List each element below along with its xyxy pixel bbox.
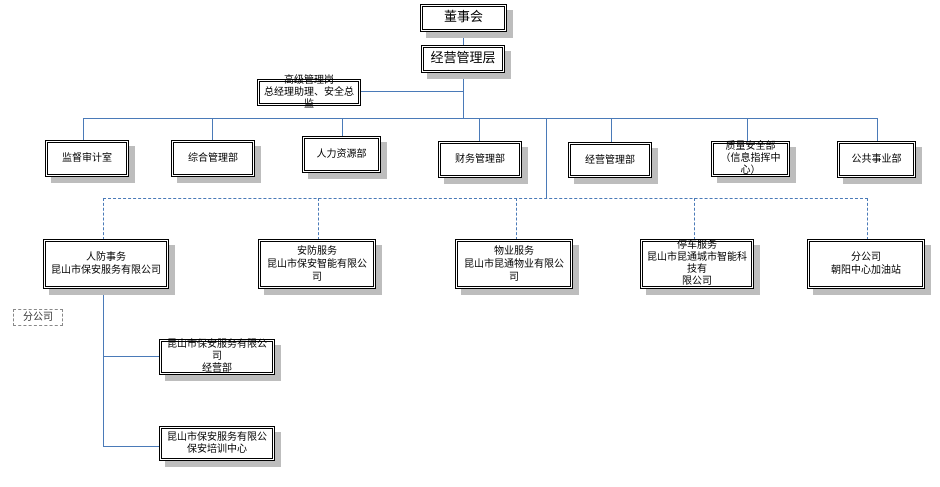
connector-branch-trunk [103, 288, 104, 447]
connector-dept-2 [212, 118, 213, 141]
sub-property-box: 物业服务 昆山市昆通物业有限公司 [455, 239, 573, 289]
dept-public-label: 公共事业部 [851, 154, 902, 165]
sub-branch-title: 分公司 [851, 252, 881, 263]
dept-finance-label: 财务管理部 [455, 154, 505, 165]
branch-business-dept: 经营部 [202, 363, 232, 374]
connector-dept-1 [83, 118, 84, 141]
dept-audit-label: 监督审计室 [62, 153, 112, 164]
sub-security-box: 安防服务 昆山市保安智能有限公司 [258, 239, 376, 289]
dept-quality-box: 质量安全部 （信息指挥中心） [711, 141, 790, 177]
connector-dept-7 [877, 118, 878, 142]
branch-training-box: 昆山市保安服务有限公 保安培训中心 [159, 426, 275, 461]
connector-sub-1 [103, 198, 104, 240]
connector-board-to-management [463, 31, 464, 45]
connector-dept-6 [747, 118, 748, 142]
sub-property-title: 物业服务 [494, 245, 534, 257]
dept-audit-box: 监督审计室 [45, 140, 129, 177]
sub-security-company: 昆山市保安智能有限公司 [267, 258, 367, 283]
sub-security-title: 安防服务 [297, 245, 337, 257]
sub-parking-title: 停车服务 [677, 240, 717, 251]
connector-branch-2 [103, 446, 161, 447]
branch-business-dept-box: 昆山市保安服务有限公司 经营部 [159, 339, 275, 375]
sub-civil-defense-box: 人防事务 昆山市保安服务有限公司 [43, 239, 169, 289]
connector-sub-4 [694, 198, 695, 240]
connector-dept-3 [342, 118, 343, 137]
connector-dept-4 [479, 118, 480, 142]
sub-parking-box: 停车服务 昆山市昆通城市智能科技有 限公司 [640, 239, 754, 289]
management-box: 经营管理层 [421, 45, 505, 73]
connector-sub-2 [318, 198, 319, 240]
sub-property-company: 昆山市昆通物业有限公司 [464, 258, 564, 283]
dept-finance-box: 财务管理部 [438, 141, 522, 178]
dept-quality-sublabel: （信息指挥中心） [720, 153, 781, 176]
dept-business-label: 经营管理部 [585, 154, 635, 166]
senior-management-box: 高级管理岗 总经理助理、安全总监 [257, 75, 361, 110]
dept-hr-label: 人力资源部 [316, 149, 367, 160]
dept-general-label: 综合管理部 [188, 153, 238, 164]
connector-dept-5 [611, 118, 612, 143]
connector-to-subsidiaries [546, 118, 547, 198]
dept-quality-label: 质量安全部 [725, 141, 776, 152]
connector-branch-1 [103, 356, 161, 357]
sub-branch-box: 分公司 朝阳中心加油站 [807, 239, 925, 289]
connector-subsidiaries-bus [103, 198, 868, 199]
branch-training-center: 保安培训中心 [187, 443, 247, 455]
sub-civil-defense-company: 昆山市保安服务有限公司 [51, 265, 161, 276]
sub-branch-station: 朝阳中心加油站 [831, 265, 901, 276]
senior-title: 高级管理岗 [284, 74, 334, 86]
connector-sub-3 [516, 198, 517, 240]
dept-public-box: 公共事业部 [837, 141, 916, 178]
connector-management-trunk [463, 72, 464, 118]
dept-business-box: 经营管理部 [568, 142, 652, 178]
management-label: 经营管理层 [430, 51, 496, 66]
legend-branch-office: 分公司 [13, 309, 63, 326]
sub-parking-company-cont: 限公司 [682, 276, 712, 287]
sub-parking-company: 昆山市昆通城市智能科技有 [647, 252, 747, 275]
connector-departments-bus [83, 118, 878, 119]
senior-roles: 总经理助理、安全总监 [264, 86, 354, 110]
sub-civil-defense-title: 人防事务 [86, 252, 126, 263]
board-label: 董事会 [443, 10, 483, 25]
branch-business-company: 昆山市保安服务有限公司 [167, 339, 267, 362]
branch-training-company: 昆山市保安服务有限公 [167, 431, 267, 443]
dept-general-box: 综合管理部 [171, 140, 255, 177]
connector-senior-branch [358, 91, 464, 92]
dept-hr-box: 人力资源部 [302, 136, 381, 173]
connector-sub-5 [867, 198, 868, 240]
board-box: 董事会 [420, 4, 507, 32]
